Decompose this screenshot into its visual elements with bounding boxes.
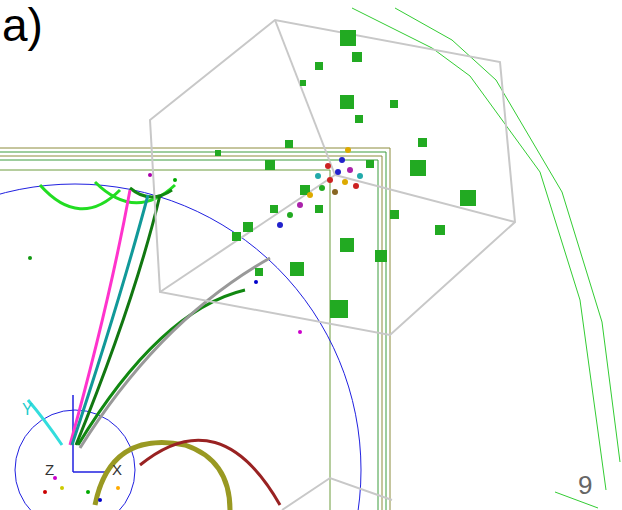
calorimeter-cube xyxy=(150,20,515,335)
axis-label: X xyxy=(112,462,122,477)
track xyxy=(70,190,130,445)
axis-label: Z xyxy=(45,462,54,477)
calorimeter-cube xyxy=(282,478,392,510)
hit-dots xyxy=(28,173,302,502)
track xyxy=(40,185,120,209)
panel-label: a) xyxy=(2,2,43,48)
energy-deposits xyxy=(215,30,476,318)
track xyxy=(130,188,172,197)
tracker-circle xyxy=(0,184,361,510)
frame-lines xyxy=(0,148,390,510)
axis-line xyxy=(73,471,108,473)
track xyxy=(28,400,62,445)
track xyxy=(76,195,160,445)
axis-label: Y xyxy=(22,402,33,418)
page-number: 9 xyxy=(578,472,592,498)
track xyxy=(95,182,175,203)
track xyxy=(80,258,270,448)
track xyxy=(95,443,230,510)
outline-line xyxy=(395,8,620,462)
track xyxy=(72,195,148,445)
hit-cluster xyxy=(277,147,363,228)
track xyxy=(78,290,245,445)
track xyxy=(140,440,280,505)
